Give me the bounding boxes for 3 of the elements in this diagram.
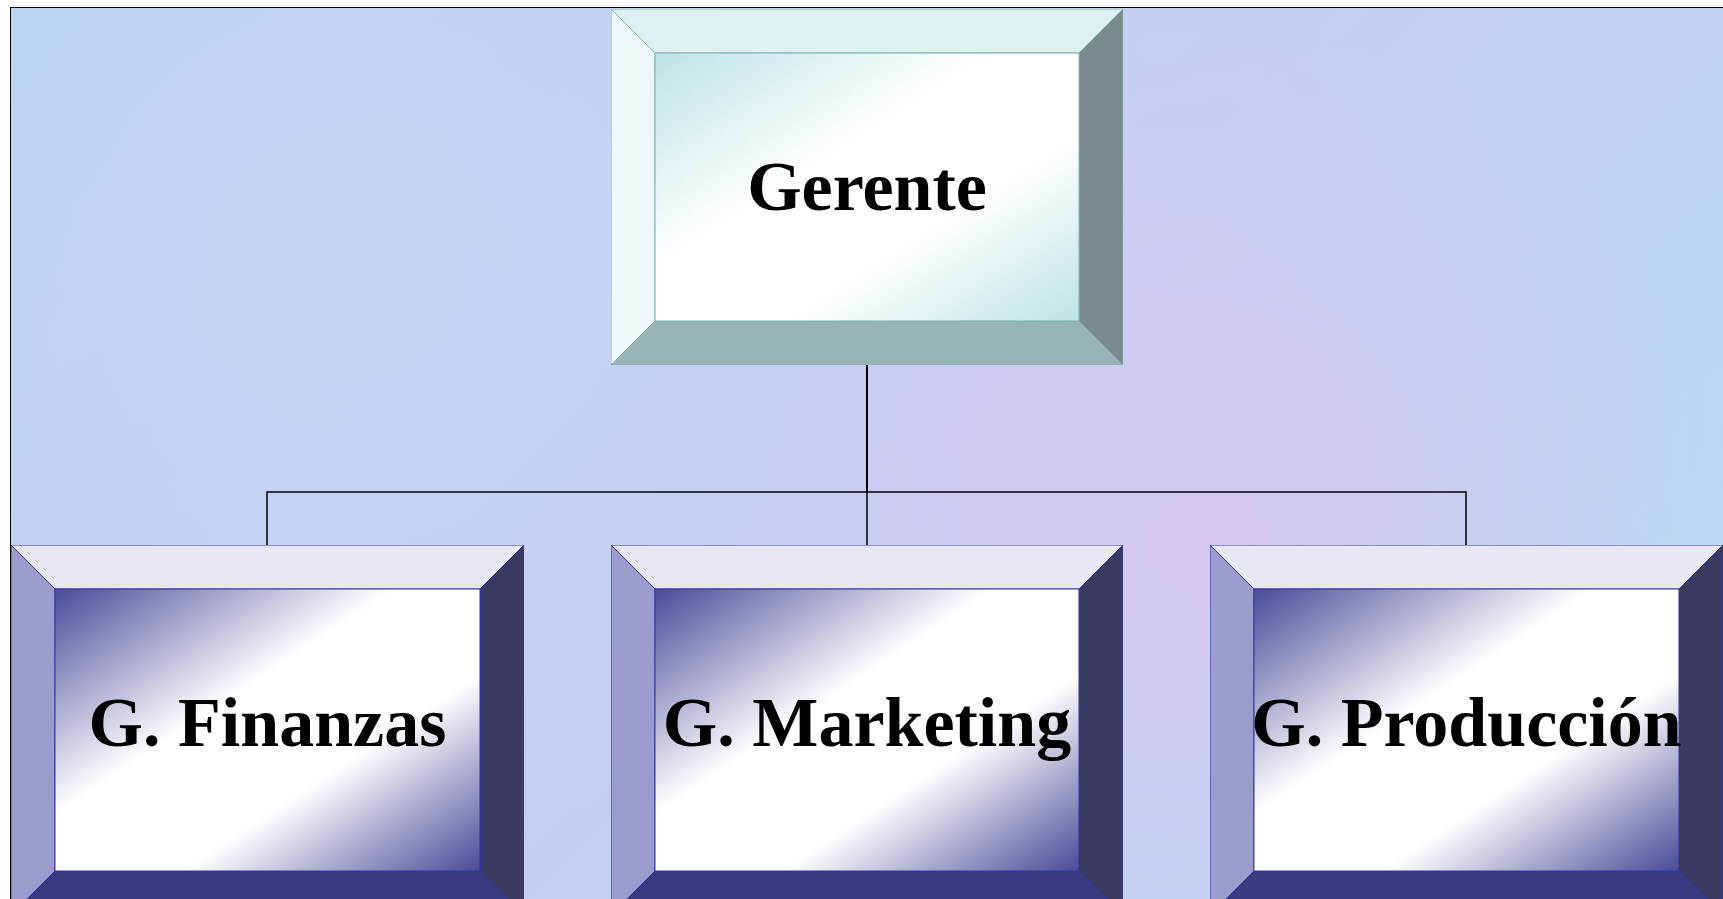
- node-label: Gerente: [747, 152, 987, 222]
- connector-line: [866, 364, 1467, 546]
- node-label: G. Finanzas: [88, 688, 447, 758]
